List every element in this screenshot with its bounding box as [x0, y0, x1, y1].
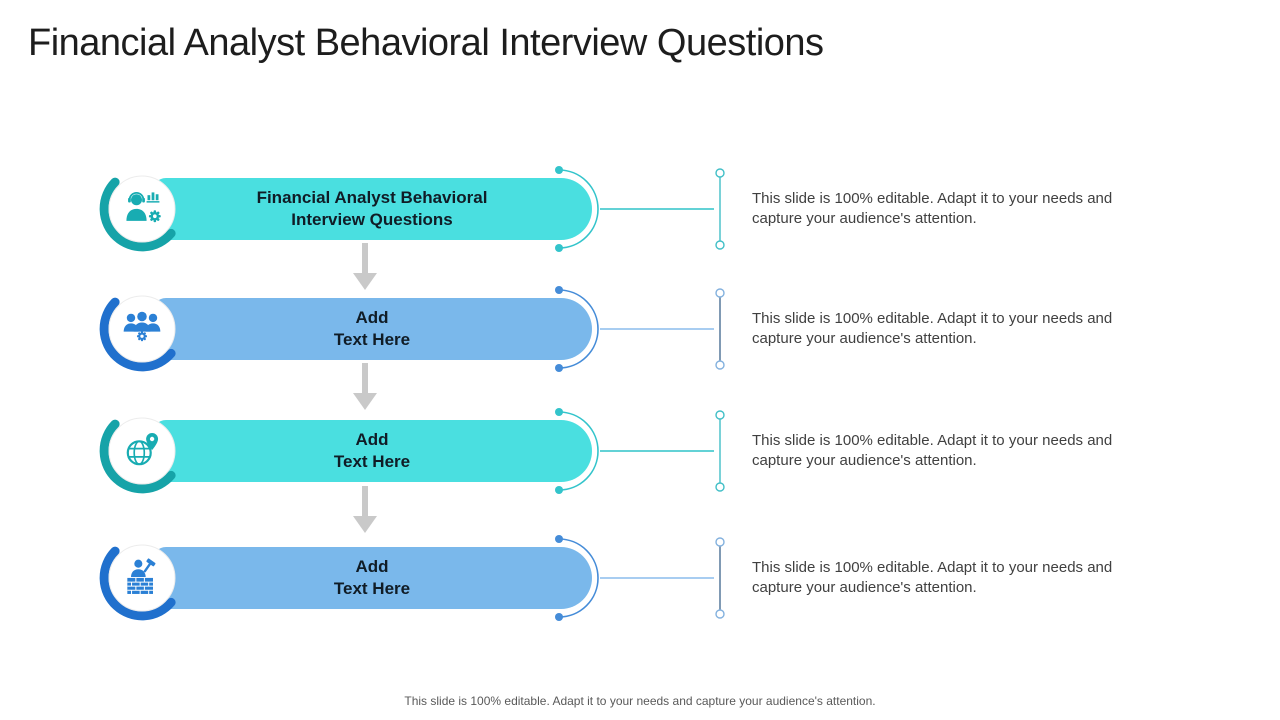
- note-line-1: This slide is 100% editable. Adapt it to…: [752, 190, 1113, 207]
- team-gear-icon: [123, 311, 161, 342]
- icon-medallion: [98, 407, 186, 495]
- note-line-1: This slide is 100% editable. Adapt it to…: [752, 559, 1113, 576]
- editable-note-text[interactable]: This slide is 100% editable. Adapt it to…: [752, 189, 1154, 228]
- stage-bar-2-label-line2: Text Here: [333, 330, 411, 349]
- bracket-line: [715, 410, 725, 492]
- editable-note-text[interactable]: This slide is 100% editable. Adapt it to…: [752, 431, 1154, 470]
- down-arrow-icon: [353, 486, 377, 533]
- globe-location-icon: [126, 433, 159, 466]
- process-row-4: Add Text Here This slide is 100% editabl…: [0, 534, 1280, 622]
- down-arrow-icon: [353, 243, 377, 290]
- process-row-1: Financial Analyst Behavioral Interview Q…: [0, 165, 1280, 253]
- stage-bar-1-label-line2: Interview Questions: [291, 210, 453, 229]
- stage-bar-4-label-line2: Text Here: [333, 579, 411, 598]
- stage-bar-3-label-line1: Add: [355, 430, 389, 449]
- financial-analyst-icon: [126, 191, 161, 223]
- bracket-line: [715, 537, 725, 619]
- editable-note-text[interactable]: This slide is 100% editable. Adapt it to…: [752, 309, 1154, 348]
- connector-line: [600, 208, 714, 210]
- note-line-2: capture your audience's attention.: [752, 209, 977, 227]
- note-line-1: This slide is 100% editable. Adapt it to…: [752, 310, 1113, 327]
- stage-bar-1[interactable]: Financial Analyst Behavioral Interview Q…: [152, 178, 592, 240]
- end-arc-decoration: [555, 535, 599, 621]
- note-line-2: capture your audience's attention.: [752, 329, 977, 347]
- process-row-3: Add Text Here This slide is 100% editabl…: [0, 407, 1280, 495]
- stage-bar-2[interactable]: Add Text Here: [152, 298, 592, 360]
- end-arc-decoration: [555, 408, 599, 494]
- stage-bar-2-label-line1: Add: [355, 308, 389, 327]
- stage-bar-4-label-line1: Add: [355, 557, 389, 576]
- note-line-2: capture your audience's attention.: [752, 451, 977, 469]
- stage-bar-3-label-line2: Text Here: [333, 452, 411, 471]
- down-arrow-icon: [353, 363, 377, 410]
- connector-line: [600, 450, 714, 452]
- icon-medallion: [98, 165, 186, 253]
- bracket-line: [715, 168, 725, 250]
- page-title[interactable]: Financial Analyst Behavioral Interview Q…: [28, 22, 824, 64]
- construction-worker-icon: [127, 558, 156, 594]
- note-line-2: capture your audience's attention.: [752, 578, 977, 596]
- bracket-line: [715, 288, 725, 370]
- end-arc-decoration: [555, 166, 599, 252]
- connector-line: [600, 577, 714, 579]
- stage-bar-1-label-line1: Financial Analyst Behavioral: [256, 188, 488, 207]
- connector-line: [600, 328, 714, 330]
- end-arc-decoration: [555, 286, 599, 372]
- footer-note: This slide is 100% editable. Adapt it to…: [404, 694, 876, 708]
- stage-bar-3[interactable]: Add Text Here: [152, 420, 592, 482]
- note-line-1: This slide is 100% editable. Adapt it to…: [752, 432, 1113, 449]
- process-row-2: Add Text Here This slide is 100% editabl…: [0, 285, 1280, 373]
- stage-bar-4[interactable]: Add Text Here: [152, 547, 592, 609]
- editable-note-text[interactable]: This slide is 100% editable. Adapt it to…: [752, 558, 1154, 597]
